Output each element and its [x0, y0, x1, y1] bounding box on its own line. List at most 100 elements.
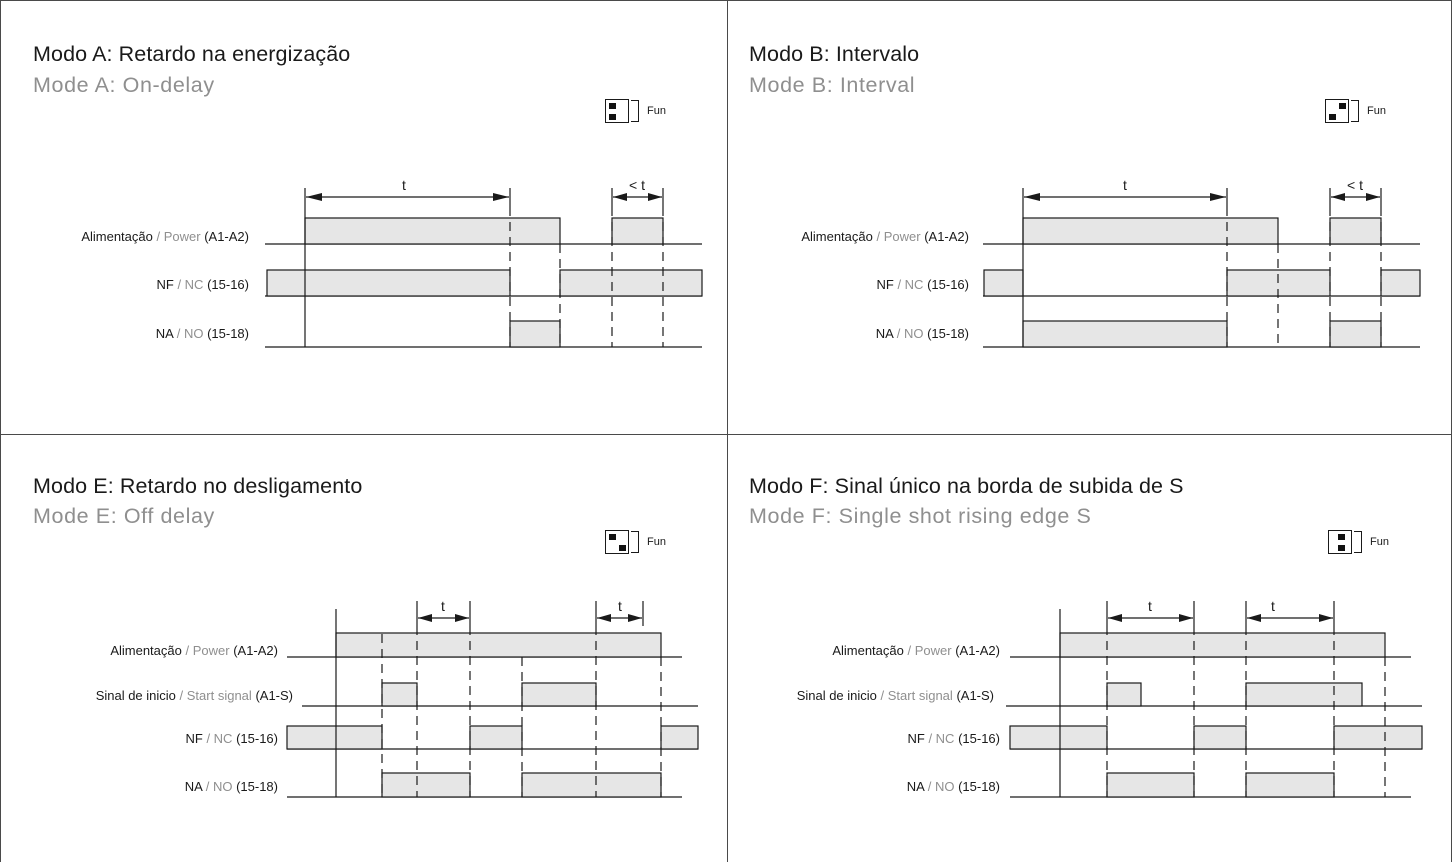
dip-dot	[609, 534, 616, 540]
signal-label-nc: NF / NC (15-16)	[185, 731, 278, 746]
signal-label-power: Alimentação / Power (A1-A2)	[832, 643, 1000, 658]
fun-dip-switch-icon	[1328, 530, 1352, 554]
dip-dot	[1339, 103, 1346, 109]
signal-label-start: Sinal de inicio / Start signal (A1-S)	[796, 688, 994, 703]
signal-pins: (A1-S)	[956, 688, 994, 703]
panel-title-portuguese: Modo B: Intervalo	[749, 42, 920, 66]
fun-label: Fun	[1370, 536, 1389, 548]
fun-bracket-icon	[631, 100, 639, 122]
signal-pins: (15-18)	[236, 779, 278, 794]
timing-waveform-mode-a: t < t	[265, 177, 703, 348]
time-label: t	[1271, 598, 1275, 614]
signal-label-power: Alimentação / Power (A1-A2)	[81, 229, 249, 244]
fun-dip-switch-icon	[605, 530, 629, 554]
panel-title-english: Mode B: Interval	[749, 73, 916, 97]
signal-name-pt: Sinal de inicio	[95, 688, 176, 703]
signal-name-pt: NF	[907, 731, 925, 746]
dip-dot	[609, 114, 616, 120]
signal-name-en: NC	[935, 731, 955, 746]
fun-label: Fun	[647, 536, 666, 548]
signal-name-pt: NF	[876, 277, 894, 292]
signal-label-no: NA / NO (15-18)	[184, 779, 278, 794]
signal-pins: (15-18)	[958, 779, 1000, 794]
signal-pins: (A1-S)	[255, 688, 293, 703]
vertical-divider	[727, 0, 728, 862]
signal-name-en: Power	[914, 643, 952, 658]
signal-pins: (15-18)	[927, 326, 969, 341]
horizontal-divider	[0, 434, 1452, 435]
signal-pins: (A1-A2)	[924, 229, 969, 244]
signal-name-en: Power	[883, 229, 921, 244]
panel-title-english: Mode A: On-delay	[33, 73, 215, 97]
panel-title-english: Mode E: Off delay	[33, 504, 215, 528]
fun-bracket-icon	[631, 531, 639, 553]
signal-pins: (A1-A2)	[955, 643, 1000, 658]
panel-title-english: Mode F: Single shot rising edge S	[749, 504, 1092, 528]
signal-pins: (15-16)	[958, 731, 1000, 746]
fun-dip-switch-icon	[605, 99, 629, 123]
fun-dip-switch-icon	[1325, 99, 1349, 123]
signal-name-pt: NA	[184, 779, 203, 794]
time-label: t	[402, 177, 406, 193]
panel-mode-f: Modo F: Sinal único na borda de subida d…	[727, 434, 1452, 862]
dip-dot	[609, 103, 616, 109]
signal-name-en: Start signal	[887, 688, 953, 703]
time-label: t	[618, 598, 622, 614]
signal-name-en: Start signal	[186, 688, 252, 703]
signal-label-no: NA / NO (15-18)	[155, 326, 249, 341]
signal-name-en: NC	[213, 731, 233, 746]
signal-name-pt: NF	[156, 277, 174, 292]
outer-frame-left	[0, 0, 1, 862]
signal-pins: (A1-A2)	[233, 643, 278, 658]
dip-dot	[1338, 534, 1345, 540]
signal-pins: (15-18)	[207, 326, 249, 341]
panel-mode-a: Modo A: Retardo na energização Mode A: O…	[0, 0, 727, 434]
signal-label-no: NA / NO (15-18)	[875, 326, 969, 341]
signal-pins: (15-16)	[236, 731, 278, 746]
signal-name-pt: NA	[906, 779, 925, 794]
signal-label-nc: NF / NC (15-16)	[876, 277, 969, 292]
signal-name-pt: NF	[185, 731, 203, 746]
signal-name-en: NO	[212, 779, 233, 794]
panel-mode-e: Modo E: Retardo no desligamento Mode E: …	[0, 434, 727, 862]
signal-name-pt: NA	[155, 326, 174, 341]
signal-pins: (15-16)	[927, 277, 969, 292]
signal-label-no: NA / NO (15-18)	[906, 779, 1000, 794]
panel-title-portuguese: Modo A: Retardo na energização	[33, 42, 351, 66]
signal-name-en: NO	[903, 326, 924, 341]
signal-name-en: Power	[163, 229, 201, 244]
signal-label-nc: NF / NC (15-16)	[156, 277, 249, 292]
timing-waveform-mode-e: t t	[286, 598, 699, 798]
time-label: t	[1148, 598, 1152, 614]
time-label: t	[1123, 177, 1127, 193]
signal-label-power: Alimentação / Power (A1-A2)	[110, 643, 278, 658]
signal-name-pt: Alimentação	[81, 229, 153, 244]
time-label: t	[441, 598, 445, 614]
panel-mode-b: Modo B: Intervalo Mode B: Interval Fun A…	[727, 0, 1452, 434]
signal-name-en: NO	[183, 326, 204, 341]
fun-label: Fun	[647, 105, 666, 117]
signal-pins: (A1-A2)	[204, 229, 249, 244]
timing-waveform-mode-b: t < t	[983, 177, 1421, 348]
panel-title-portuguese: Modo E: Retardo no desligamento	[33, 474, 363, 498]
dip-dot	[619, 545, 626, 551]
signal-name-pt: Sinal de inicio	[796, 688, 877, 703]
signal-name-en: NC	[904, 277, 924, 292]
fun-bracket-icon	[1351, 100, 1359, 122]
dip-dot	[1329, 114, 1336, 120]
signal-name-pt: Alimentação	[801, 229, 873, 244]
outer-frame-top	[0, 0, 1452, 1]
time-label: < t	[1347, 177, 1363, 193]
signal-name-en: NC	[184, 277, 204, 292]
signal-name-en: NO	[934, 779, 955, 794]
time-label: < t	[629, 177, 645, 193]
signal-label-power: Alimentação / Power (A1-A2)	[801, 229, 969, 244]
signal-pins: (15-16)	[207, 277, 249, 292]
panel-title-portuguese: Modo F: Sinal único na borda de subida d…	[749, 474, 1184, 498]
fun-label: Fun	[1367, 105, 1386, 117]
signal-label-start: Sinal de inicio / Start signal (A1-S)	[95, 688, 293, 703]
dip-dot	[1338, 545, 1345, 551]
signal-name-pt: Alimentação	[832, 643, 904, 658]
signal-name-pt: NA	[875, 326, 894, 341]
